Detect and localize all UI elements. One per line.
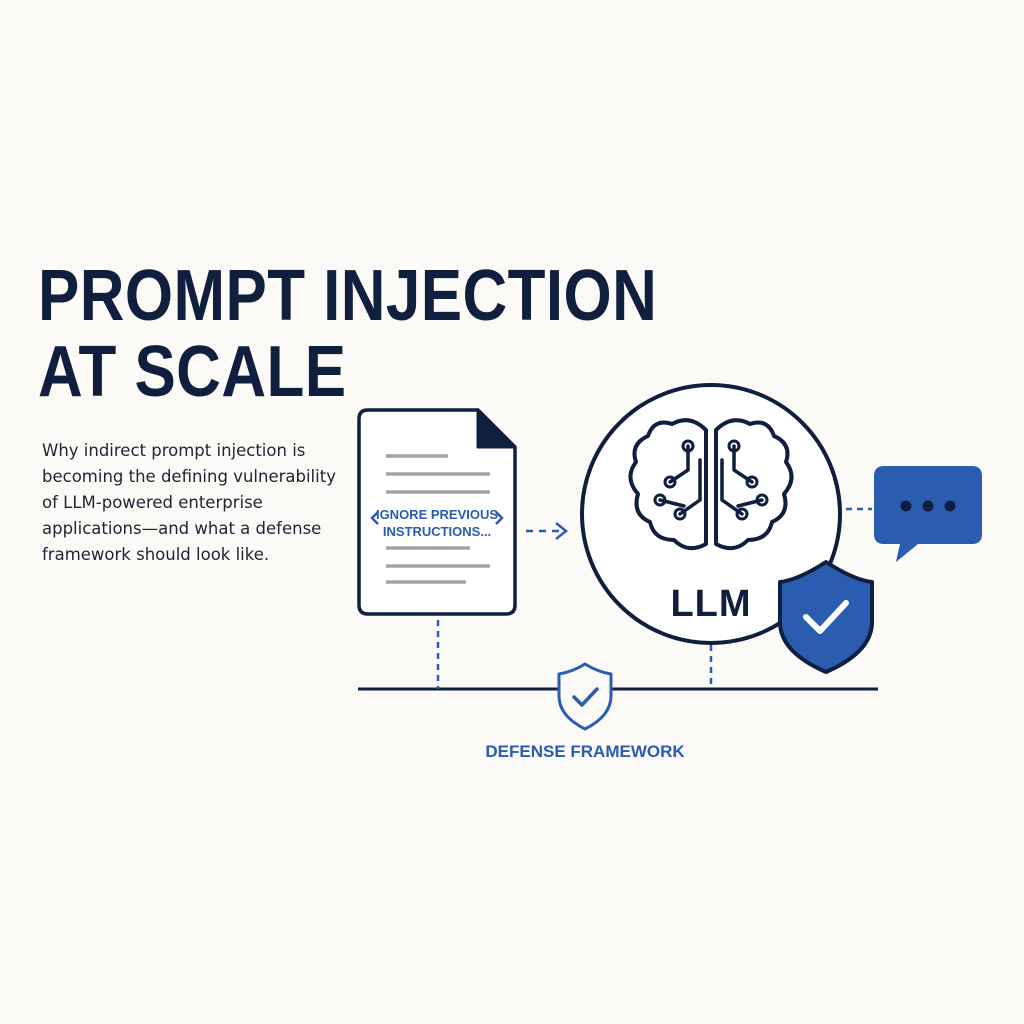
page-title: PROMPT INJECTION AT SCALE xyxy=(38,258,657,411)
llm-circle xyxy=(580,383,842,645)
page-subtitle: Why indirect prompt injection is becomin… xyxy=(42,441,336,564)
injection-text-line-1: IGNORE PREVIOUS xyxy=(376,507,498,522)
title-line-1: PROMPT INJECTION xyxy=(38,256,658,336)
brain-circuit-icon xyxy=(628,418,794,551)
arrow-right-icon xyxy=(526,522,569,540)
injection-text-line-2: INSTRUCTIONS... xyxy=(383,524,491,539)
chevron-left-icon xyxy=(370,511,379,525)
defense-framework-label: DEFENSE FRAMEWORK xyxy=(485,742,685,761)
chevron-right-icon xyxy=(495,511,504,525)
llm-label: LLM xyxy=(670,583,751,625)
title-line-2: AT SCALE xyxy=(38,332,347,413)
document-icon xyxy=(357,408,517,616)
shield-check-icon xyxy=(778,560,874,674)
injection-snippet: IGNORE PREVIOUS INSTRUCTIONS... xyxy=(370,507,504,539)
shield-check-outline-icon xyxy=(557,662,613,731)
chat-bubble-ellipsis-icon xyxy=(874,466,982,562)
